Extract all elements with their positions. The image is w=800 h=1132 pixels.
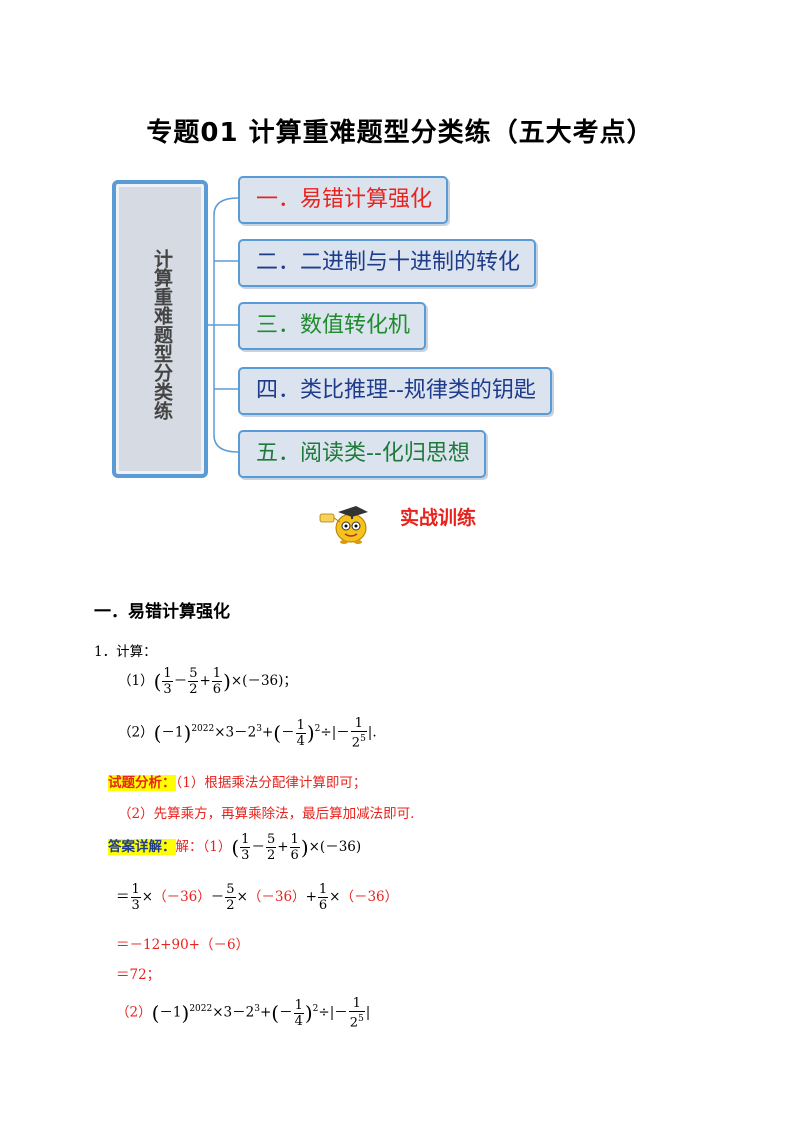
mindmap-branch-3: 三．数值转化机 (238, 302, 427, 350)
mindmap-branch-2: 二．二进制与十进制的转化 (238, 239, 537, 287)
mindmap-branch-4: 四．类比推理--规律类的钥匙 (238, 367, 552, 415)
mindmap-connectors (200, 197, 239, 453)
q1-part1-label: （1） (118, 673, 154, 689)
mindmap-root-label: 计算重难题型分类练 (151, 248, 173, 420)
q1-part2-tail: . (372, 724, 377, 741)
analysis-line-1: 试题分析：（1）根据乘法分配律计算即可； (108, 771, 366, 791)
section-heading: 一．易错计算强化 (94, 602, 230, 622)
analysis-tag: 试题分析： (108, 775, 176, 791)
analysis-text-1: （1）根据乘法分配律计算即可； (175, 775, 367, 791)
practice-heading: 实战训练 (400, 507, 477, 529)
q1-part2-label: （2） (118, 724, 154, 741)
answer-intro: 解：（1） (175, 839, 232, 855)
q1-part1-tail: ×(－36)； (230, 673, 297, 689)
answer-tag: 答案详解： (108, 839, 176, 855)
mascot-icon (319, 506, 368, 544)
mindmap-root: 计算重难题型分类练 (112, 180, 208, 478)
mindmap-branch-5: 五．阅读类--化归思想 (238, 430, 486, 478)
mindmap-branch-1: 一．易错计算强化 (238, 176, 449, 224)
answer-step-2: ＝－12+90+（－6） (116, 937, 250, 953)
question-stem: 1．计算： (94, 644, 157, 660)
answer-step-3: ＝72； (116, 967, 161, 983)
page-title: 专题01 计算重难题型分类练（五大考点） (146, 118, 654, 148)
analysis-line-2: （2）先算乘方，再算乘除法，最后算加减法即可. (118, 806, 415, 822)
answer-part2-label: （2） (116, 1004, 152, 1021)
